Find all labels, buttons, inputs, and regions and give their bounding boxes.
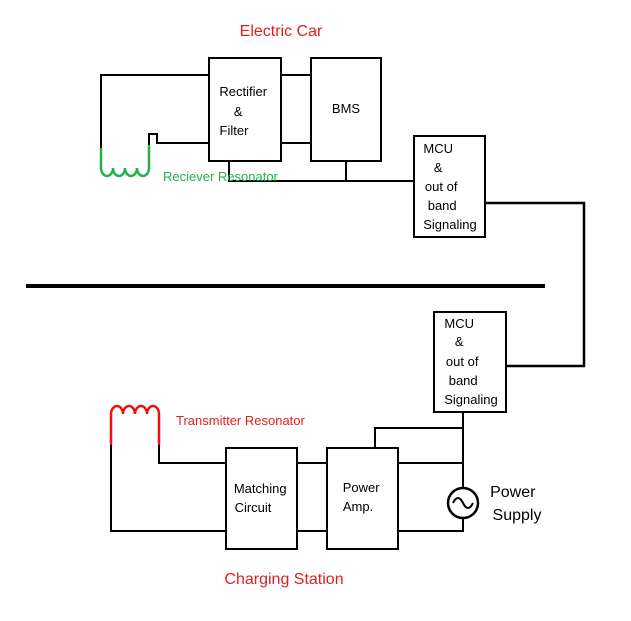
transmitter-coil [109,404,161,445]
wire-amp-supply-top [398,462,464,488]
rectifier-filter-block [208,57,282,162]
wire-rect-mcu [228,161,414,182]
station-mcu-label: MCU & out of band Signaling [444,316,498,407]
wire-mcu-amp [374,412,464,448]
wire-tx-top [158,445,226,464]
wire-mcu-link [485,201,586,368]
matching-circuit-label: Matching Circuit [234,481,290,515]
wire-coil-top [100,74,209,148]
bms-block [310,57,382,162]
receiver-resonator-label: Reciever Resonator [163,169,279,184]
wire-coil-bottom [148,133,209,145]
receiver-coil [99,145,151,178]
transmitter-resonator-label: Transmitter Resonator [176,413,306,428]
car-mcu-block [413,135,486,238]
power-amp-block [326,447,399,550]
bms-label: BMS [332,101,361,116]
power-amp-label: Power Amp. [343,480,383,514]
charging-station-title: Charging Station [224,571,343,588]
power-supply-label: Power Supply [490,484,541,524]
wire-amp-supply-bottom [398,518,464,532]
wire-tx-bottom [110,445,226,532]
ac-source-icon [446,486,480,520]
matching-circuit-block [225,447,298,550]
car-mcu-label: MCU & out of band Signaling [423,141,477,232]
station-mcu-block [433,311,507,413]
rectifier-label: Rectifier & Filter [219,84,270,138]
electric-car-title: Electric Car [240,23,323,40]
